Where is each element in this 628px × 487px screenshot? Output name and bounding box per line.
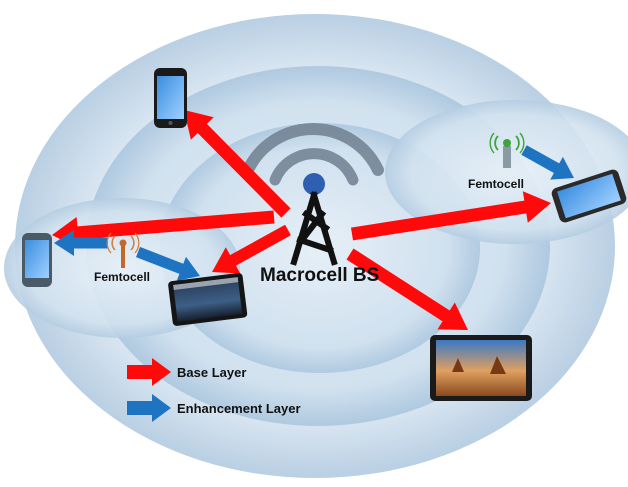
phone-left-icon: [22, 233, 52, 287]
signal-wave-outer: [242, 123, 384, 176]
phone-right-icon: [551, 169, 627, 223]
legend-enhancement-layer-arrow-icon: [127, 394, 171, 422]
base-layer-arrow-to-bottom-tablet: [346, 248, 468, 330]
tablet-bottom-right-icon: [430, 335, 532, 401]
legend-enhancement-layer-label: Enhancement Layer: [177, 401, 301, 416]
enhancement-layer-arrows: [54, 145, 574, 281]
base-layer-arrow-to-left-phone: [52, 210, 275, 249]
macrocell-label: Macrocell BS: [260, 265, 379, 286]
tablet-center-left-icon: [168, 272, 248, 326]
base-layer-arrow-to-top-phone: [184, 110, 291, 218]
smartphone-top-icon: [154, 68, 187, 128]
base-layer-arrow-to-right-phone: [351, 191, 551, 241]
base-layer-arrow-to-center-tablet: [212, 224, 291, 274]
enhancement-arrow-to-right-phone: [521, 145, 574, 180]
base-layer-arrows: [52, 110, 551, 330]
femtocell-right-antenna-icon: [489, 132, 525, 168]
femtocell-right-label: Femtocell: [468, 177, 524, 191]
legend-base-layer-label: Base Layer: [177, 365, 246, 380]
enhancement-arrow-to-left-phone: [54, 230, 108, 256]
femtocell-left-label: Femtocell: [94, 270, 150, 284]
signal-wave-inner: [269, 148, 359, 186]
enhancement-arrow-to-center-tablet: [136, 246, 200, 281]
macrocell-tower-icon: [290, 173, 338, 266]
tower-tip-icon: [303, 173, 325, 195]
legend: Base Layer Enhancement Layer: [127, 358, 301, 422]
legend-base-layer-arrow-icon: [127, 358, 171, 386]
signal-waves: [242, 123, 384, 186]
femtocell-left-antenna-icon: [106, 232, 140, 268]
